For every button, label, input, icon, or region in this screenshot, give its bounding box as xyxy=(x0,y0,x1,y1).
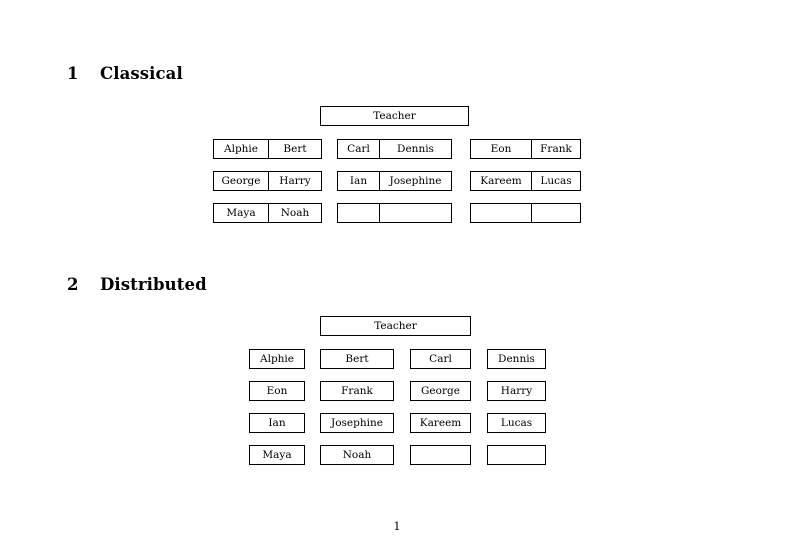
classical-cell[interactable]: Carl xyxy=(347,142,370,155)
distributed-cell[interactable] xyxy=(410,445,471,465)
section-number: 1 xyxy=(67,64,79,83)
classical-group3-row1[interactable]: Eon Frank xyxy=(470,139,581,159)
distributed-cell[interactable] xyxy=(487,445,546,465)
classical-group1-row3[interactable]: Maya Noah xyxy=(213,203,322,223)
distributed-cell[interactable]: Harry xyxy=(487,381,546,401)
classical-cell[interactable]: Eon xyxy=(490,142,512,155)
distributed-cell[interactable]: George xyxy=(410,381,471,401)
classical-cell[interactable] xyxy=(379,204,451,222)
classical-group3-row3[interactable] xyxy=(470,203,581,223)
page-number: 1 xyxy=(393,520,401,533)
distributed-cell[interactable]: Maya xyxy=(249,445,305,465)
distributed-cell[interactable]: Carl xyxy=(410,349,471,369)
section-number: 2 xyxy=(67,275,79,294)
distributed-cell[interactable]: Dennis xyxy=(487,349,546,369)
section-heading-classical: 1 Classical xyxy=(67,64,183,83)
classical-cell[interactable]: Harry xyxy=(268,172,321,190)
section-title: Classical xyxy=(100,64,183,83)
classical-cell[interactable]: Josephine xyxy=(379,172,451,190)
distributed-cell[interactable]: Noah xyxy=(320,445,394,465)
distributed-cell[interactable]: Lucas xyxy=(487,413,546,433)
classical-group1-row2[interactable]: George Harry xyxy=(213,171,322,191)
classical-cell[interactable]: Dennis xyxy=(379,140,451,158)
distributed-cell[interactable]: Kareem xyxy=(410,413,471,433)
classical-cell[interactable] xyxy=(531,204,580,222)
classical-group2-row3[interactable] xyxy=(337,203,452,223)
distributed-teacher-box[interactable]: Teacher xyxy=(320,316,471,336)
distributed-cell[interactable]: Alphie xyxy=(249,349,305,369)
classical-cell[interactable]: Maya xyxy=(226,206,256,219)
classical-teacher-box[interactable]: Teacher xyxy=(320,106,469,126)
classical-cell[interactable]: Noah xyxy=(268,204,321,222)
classical-cell[interactable]: Lucas xyxy=(531,172,580,190)
classical-cell[interactable]: George xyxy=(221,174,261,187)
distributed-cell[interactable]: Josephine xyxy=(320,413,394,433)
classical-group2-row1[interactable]: Carl Dennis xyxy=(337,139,452,159)
classical-cell[interactable]: Ian xyxy=(349,174,368,187)
classical-group1-row1[interactable]: Alphie Bert xyxy=(213,139,322,159)
classical-cell[interactable] xyxy=(338,204,379,222)
distributed-cell[interactable]: Eon xyxy=(249,381,305,401)
distributed-cell[interactable]: Bert xyxy=(320,349,394,369)
distributed-cell[interactable]: Frank xyxy=(320,381,394,401)
classical-cell[interactable]: Alphie xyxy=(224,142,258,155)
classical-group2-row2[interactable]: Ian Josephine xyxy=(337,171,452,191)
section-title: Distributed xyxy=(100,275,207,294)
classical-cell[interactable]: Kareem xyxy=(480,174,522,187)
classical-group3-row2[interactable]: Kareem Lucas xyxy=(470,171,581,191)
distributed-cell[interactable]: Ian xyxy=(249,413,305,433)
classical-cell[interactable]: Frank xyxy=(531,140,580,158)
classical-cell[interactable]: Bert xyxy=(268,140,321,158)
classical-cell[interactable] xyxy=(471,204,531,222)
section-heading-distributed: 2 Distributed xyxy=(67,275,207,294)
